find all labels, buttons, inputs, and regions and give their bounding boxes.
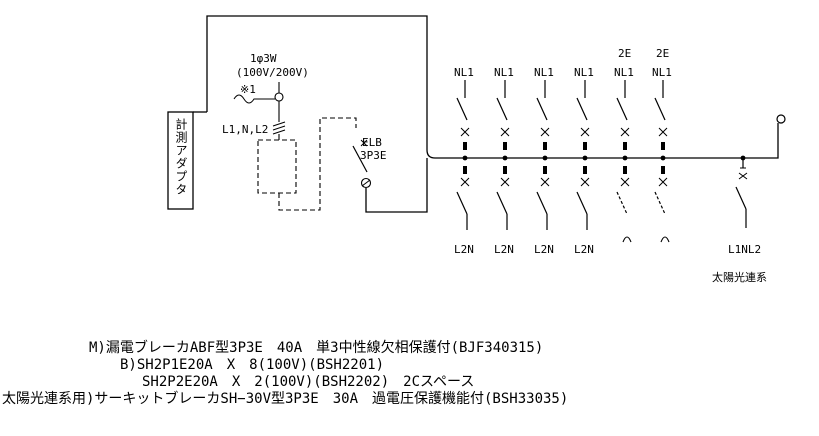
branch-lower-x [500, 177, 510, 187]
dashed-module [257, 139, 297, 194]
branch-upper-x [500, 127, 510, 137]
branch-bus-node [502, 155, 508, 161]
branch-lower-contact [456, 191, 468, 215]
branch-upper-contact [616, 97, 628, 121]
branch-upper-fuse [661, 142, 665, 150]
branch-top-label: NL1 [454, 66, 474, 79]
branch-top-label: NL1 [614, 66, 634, 79]
main-conductors-label: L1,N,L2 [222, 123, 268, 136]
elb-contact [352, 145, 368, 173]
supply-voltage: (100V/200V) [236, 66, 309, 79]
branch-lower-fuse [661, 166, 665, 174]
elb-x-mark [360, 139, 368, 147]
branch-upper-fuse [503, 142, 507, 150]
branch-top-label: NL1 [534, 66, 554, 79]
branch-lower-contact [576, 191, 588, 215]
branch-upper-fuse [543, 142, 547, 150]
branch-bus-node [660, 155, 666, 161]
branch-lower-contact [616, 191, 628, 215]
branch-lower-fuse [583, 166, 587, 174]
meter-adapter-label: 計測アダプタ [174, 117, 188, 196]
branch-upper-contact [654, 97, 666, 121]
conductor-hash [272, 121, 286, 135]
branch-upper-x [658, 127, 668, 137]
branch-top-label: NL1 [574, 66, 594, 79]
branch-top-label: NL1 [652, 66, 672, 79]
branch-upper-contact [456, 97, 468, 121]
branch-upper-fuse [623, 142, 627, 150]
solar-breaker [735, 155, 748, 228]
branch-lower-contact [536, 191, 548, 215]
branch-lower-fuse [623, 166, 627, 174]
branch-upper-x [620, 127, 630, 137]
branch-bottom-label: L2N [454, 243, 474, 256]
branch-bus-node [622, 155, 628, 161]
enclosure-outline [206, 15, 779, 159]
branch-lower-fuse [543, 166, 547, 174]
meter-adapter-box [167, 111, 194, 210]
elb-label-2: 3P3E [360, 149, 387, 162]
branch-bottom-label: L2N [494, 243, 514, 256]
branch-top-label: NL1 [494, 66, 514, 79]
branch-lower-fuse [503, 166, 507, 174]
branch-upper-contact [496, 97, 508, 121]
branch-top-label-2: 2E [656, 47, 669, 60]
branch-lower-x [460, 177, 470, 187]
branch-bottom-label: L2N [574, 243, 594, 256]
branch-space-cap [660, 236, 670, 243]
supply-ct-symbol [233, 94, 275, 104]
branch-lower-x [620, 177, 630, 187]
branch-bus-node [582, 155, 588, 161]
note-solar: 太陽光連系用)サーキットブレーカSH−30V型3P3E 30A 過電圧保護機能付… [2, 391, 569, 407]
branch-bus-node [462, 155, 468, 161]
supply-meter-circle [274, 92, 284, 102]
branch-upper-contact [536, 97, 548, 121]
branch-top-label-2: 2E [618, 47, 631, 60]
branch-upper-contact [576, 97, 588, 121]
dashed-link-b [278, 117, 357, 211]
branch-upper-fuse [463, 142, 467, 150]
solar-terminal-circle [776, 114, 786, 124]
branch-lower-fuse [463, 166, 467, 174]
supply-phase: 1φ3W [250, 52, 277, 65]
branch-lower-contact [496, 191, 508, 215]
note-b: B)SH2P1E20A X 8(100V)(BSH2201) [120, 357, 385, 373]
branch-bottom-label: L2N [534, 243, 554, 256]
note-b2: SH2P2E20A X 2(100V)(BSH2202) 2Cスペース [142, 374, 475, 390]
solar-bottom-label: L1NL2 [728, 243, 761, 256]
branch-lower-x [540, 177, 550, 187]
solar-caption: 太陽光連系 [712, 270, 767, 284]
branch-lower-x [658, 177, 668, 187]
branch-bus-node [542, 155, 548, 161]
branch-upper-x [540, 127, 550, 137]
branch-upper-x [580, 127, 590, 137]
elb-feed [365, 158, 428, 213]
note-m: M)漏電ブレーカABF型3P3E 40A 単3中性線欠相保護付(BJF34031… [89, 340, 544, 356]
branch-lower-contact [654, 191, 666, 215]
branch-upper-x [460, 127, 470, 137]
branch-space-cap [622, 236, 632, 243]
branch-lower-x [580, 177, 590, 187]
supply-note-mark: ※1 [240, 83, 256, 96]
branch-upper-fuse [583, 142, 587, 150]
elb-trip-slash [361, 179, 371, 187]
